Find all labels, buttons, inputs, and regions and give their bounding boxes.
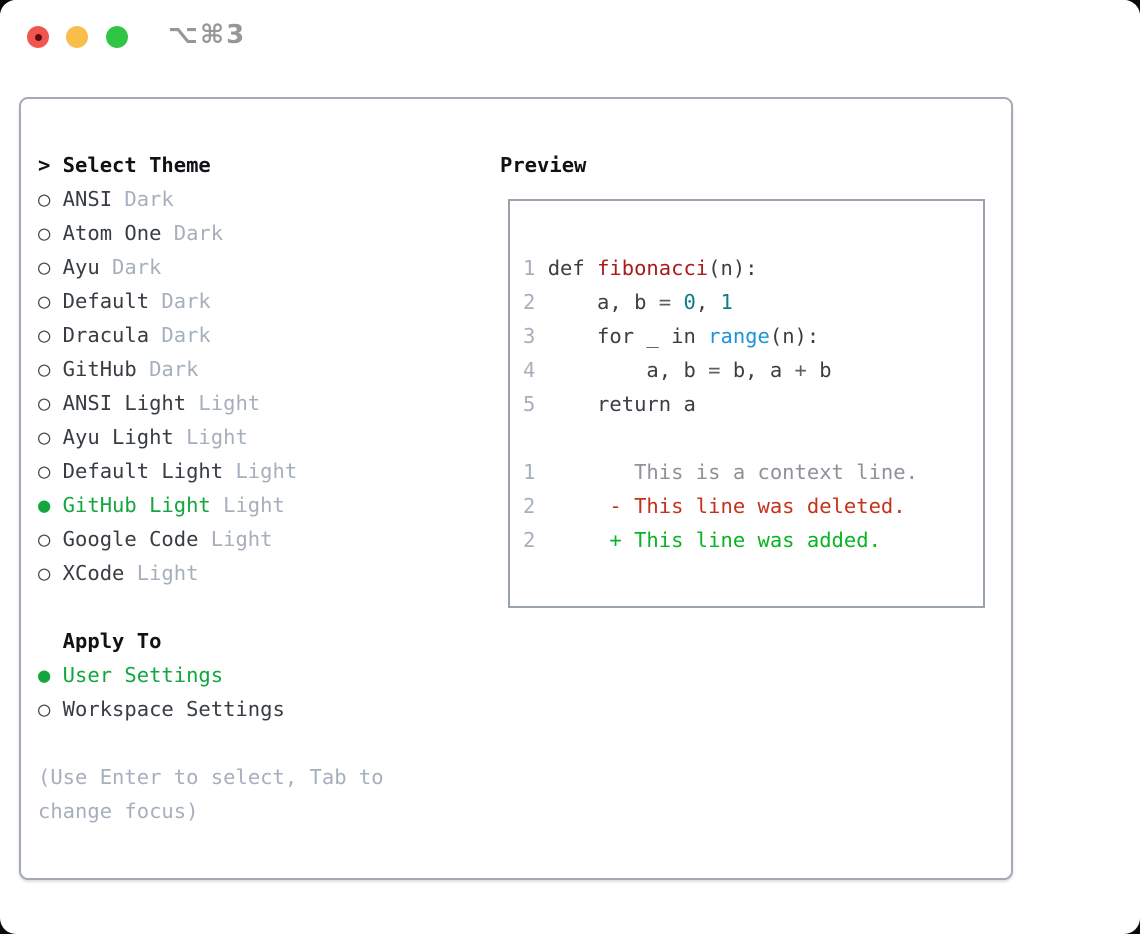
number-token: 1 xyxy=(720,290,733,314)
focus-pointer-icon: > xyxy=(38,153,51,177)
code-line: 3 for _ in range(n): xyxy=(523,324,820,348)
line-number: 1 xyxy=(523,460,548,484)
radio-unselected-icon: ○ xyxy=(38,289,51,313)
line-number: 1 xyxy=(523,256,548,280)
zoom-button[interactable] xyxy=(106,26,128,48)
line-number: 4 xyxy=(523,358,548,382)
radio-unselected-icon: ○ xyxy=(38,221,51,245)
close-dot-icon xyxy=(34,33,42,41)
radio-unselected-icon: ○ xyxy=(38,323,51,347)
radio-unselected-icon: ○ xyxy=(38,459,51,483)
spacer-row xyxy=(38,590,384,624)
spacer-row xyxy=(38,726,384,760)
line-number: 3 xyxy=(523,324,548,348)
radio-unselected-icon: ○ xyxy=(38,425,51,449)
apply-to-header: Apply To xyxy=(62,629,162,653)
line-number: 5 xyxy=(523,392,548,416)
close-button[interactable] xyxy=(27,26,49,48)
function-name-token: fibonacci xyxy=(597,256,709,280)
blank-line xyxy=(523,421,983,455)
radio-unselected-icon: ○ xyxy=(38,697,51,721)
radio-unselected-icon: ○ xyxy=(38,187,51,211)
line-number: 2 xyxy=(523,290,548,314)
radio-selected-icon: ● xyxy=(38,663,51,687)
apply-option-user-settings-selected[interactable]: ●User Settings xyxy=(38,663,224,687)
code-line: 5 return a xyxy=(523,392,696,416)
code-line: 1 def fibonacci(n): xyxy=(523,256,758,280)
titlebar: ⌥⌘3 xyxy=(0,0,1140,75)
code-line: 2 a, b = 0, 1 xyxy=(523,290,733,314)
preview-title: Preview xyxy=(500,153,587,177)
radio-unselected-icon: ○ xyxy=(38,527,51,551)
radio-unselected-icon: ○ xyxy=(38,391,51,415)
code-line: 4 a, b = b, a + b xyxy=(523,358,832,382)
builtin-token: range xyxy=(708,324,770,348)
radio-unselected-icon: ○ xyxy=(38,255,51,279)
minimize-button[interactable] xyxy=(66,26,88,48)
number-token: 0 xyxy=(683,290,696,314)
line-number: 2 xyxy=(523,494,548,518)
preview-pane: 1 def fibonacci(n): 2 a, b = 0, 1 3 for … xyxy=(508,199,985,608)
radio-selected-icon: ● xyxy=(38,493,51,517)
apply-option-workspace-settings[interactable]: ○Workspace Settings xyxy=(38,697,285,721)
radio-unselected-icon: ○ xyxy=(38,357,51,381)
radio-unselected-icon: ○ xyxy=(38,561,51,585)
line-number: 2 xyxy=(523,528,548,552)
diff-deleted-line: 2 - This line was deleted. xyxy=(523,494,906,518)
select-theme-title: Select Theme xyxy=(62,153,211,177)
help-text-line2: change focus) xyxy=(38,799,199,823)
diff-added-line: 2 + This line was added. xyxy=(523,528,881,552)
diff-context-line: 1 This is a context line. xyxy=(523,460,918,484)
help-text-line1: (Use Enter to select, Tab to xyxy=(38,765,384,789)
select-theme-header: > Select Theme xyxy=(38,148,384,182)
window-title: ⌥⌘3 xyxy=(168,20,247,50)
